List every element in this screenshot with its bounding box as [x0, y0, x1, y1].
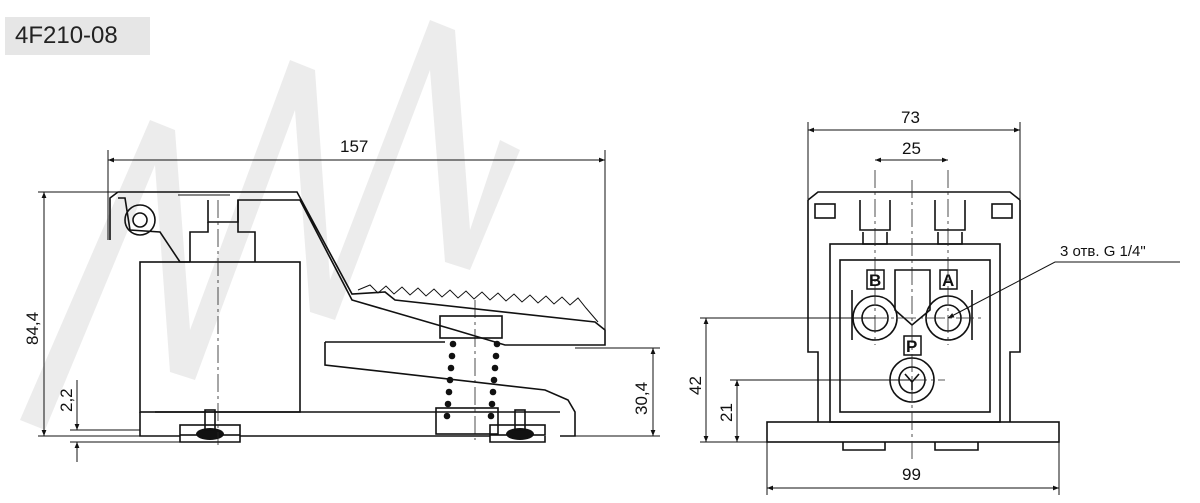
dim-pedal-height-label: 30,4	[632, 382, 651, 415]
hinge-outer-circle	[124, 204, 156, 236]
hinge-inner-circle	[132, 212, 148, 228]
front-view: B A P 73 25 42 21 99 3 отв. G 1/4"	[686, 108, 1180, 495]
dim-height-label: 84,4	[23, 312, 42, 345]
port-p-label: P	[906, 337, 917, 356]
dim-width-top-label: 73	[901, 108, 920, 127]
dim-port-spacing-label: 25	[902, 139, 921, 158]
spring-coil	[443, 340, 501, 420]
model-title: 4F210-08	[15, 22, 118, 49]
dim-base-label: 2,2	[57, 388, 76, 412]
dim-base-width-label: 99	[902, 465, 921, 484]
dim-p-height-label: 21	[717, 403, 736, 422]
title-badge: 4F210-08	[5, 17, 150, 55]
thread-callout-label: 3 отв. G 1/4"	[1060, 243, 1146, 260]
side-view: 157 84,4 2,2 30,4	[23, 137, 660, 462]
dim-length-label: 157	[340, 137, 368, 156]
watermark	[20, 20, 520, 430]
dim-port-height-label: 42	[686, 376, 705, 395]
